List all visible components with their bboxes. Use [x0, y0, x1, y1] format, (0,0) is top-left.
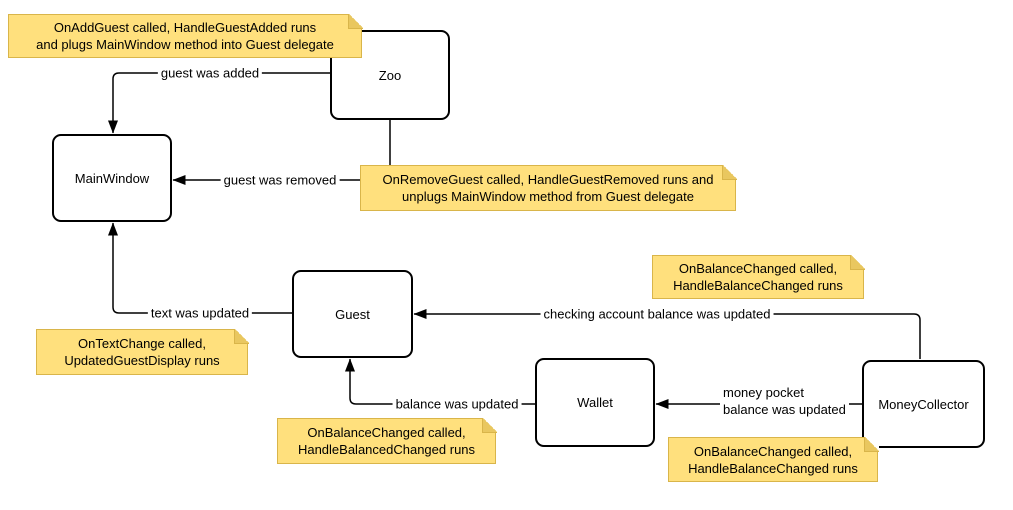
note-on-balance-changed-money-pocket: OnBalanceChanged called, HandleBalanceCh…: [668, 436, 879, 482]
note-line: OnBalanceChanged called,: [693, 443, 853, 459]
note-on-text-change: OnTextChange called, UpdatedGuestDisplay…: [36, 328, 249, 375]
note-line: and plugs MainWindow method into Guest d…: [36, 37, 334, 52]
edge-label-guest-was-added: guest was added: [157, 65, 263, 81]
edge-label-line: balance was updated: [723, 402, 846, 417]
edge-label-balance-was-updated: balance was updated: [392, 396, 522, 412]
node-main-window-label: MainWindow: [74, 170, 150, 186]
edge-balance-was-updated: [345, 358, 535, 405]
note-on-remove-guest: OnRemoveGuest called, HandleGuestRemoved…: [360, 164, 737, 211]
note-line: HandleBalanceChanged runs: [688, 460, 858, 476]
node-money-collector: MoneyCollector: [862, 360, 985, 448]
node-wallet: Wallet: [535, 358, 655, 447]
edge-text-was-updated: [108, 222, 292, 314]
edge-label-money-pocket-balance: money pocket balance was updated: [720, 384, 849, 418]
note-on-balance-changed-checking: OnBalanceChanged called, HandleBalanceCh…: [652, 254, 865, 299]
note-fold-icon: [849, 254, 865, 270]
note-fold-icon: [233, 328, 249, 344]
node-guest: Guest: [292, 270, 413, 358]
edge-label-guest-was-removed: guest was removed: [220, 172, 340, 188]
edge-label-checking-account-balance: checking account balance was updated: [540, 306, 774, 322]
note-line: unplugs MainWindow method from Guest del…: [402, 189, 694, 204]
note-line: OnBalanceChanged called,: [307, 425, 466, 440]
node-money-collector-label: MoneyCollector: [878, 396, 969, 412]
node-zoo-label: Zoo: [378, 67, 402, 83]
node-main-window: MainWindow: [52, 134, 172, 222]
note-line: OnAddGuest called, HandleGuestAdded runs: [53, 20, 317, 35]
edge-label-text-was-updated: text was updated: [147, 305, 253, 321]
edge-checking-account-balance: [413, 309, 921, 359]
note-line: HandleBalanceChanged runs: [673, 278, 843, 293]
node-zoo: Zoo: [330, 30, 450, 120]
node-guest-label: Guest: [335, 306, 370, 322]
note-on-add-guest: OnAddGuest called, HandleGuestAdded runs…: [8, 13, 363, 58]
note-fold-icon: [863, 436, 879, 452]
edge-guest-was-added: [108, 72, 330, 134]
note-fold-icon: [347, 13, 363, 29]
note-fold-icon: [481, 417, 497, 433]
note-line: UpdatedGuestDisplay runs: [64, 353, 220, 368]
note-line: HandleBalancedChanged runs: [297, 442, 476, 457]
edge-label-line: money pocket: [723, 385, 804, 400]
note-line: OnBalanceChanged called,: [678, 261, 838, 276]
note-line: OnTextChange called,: [78, 336, 206, 351]
node-wallet-label: Wallet: [577, 395, 613, 410]
note-fold-icon: [721, 164, 737, 180]
note-on-balance-changed-wallet: OnBalanceChanged called, HandleBalancedC…: [277, 417, 497, 464]
note-line: OnRemoveGuest called, HandleGuestRemoved…: [382, 172, 714, 187]
